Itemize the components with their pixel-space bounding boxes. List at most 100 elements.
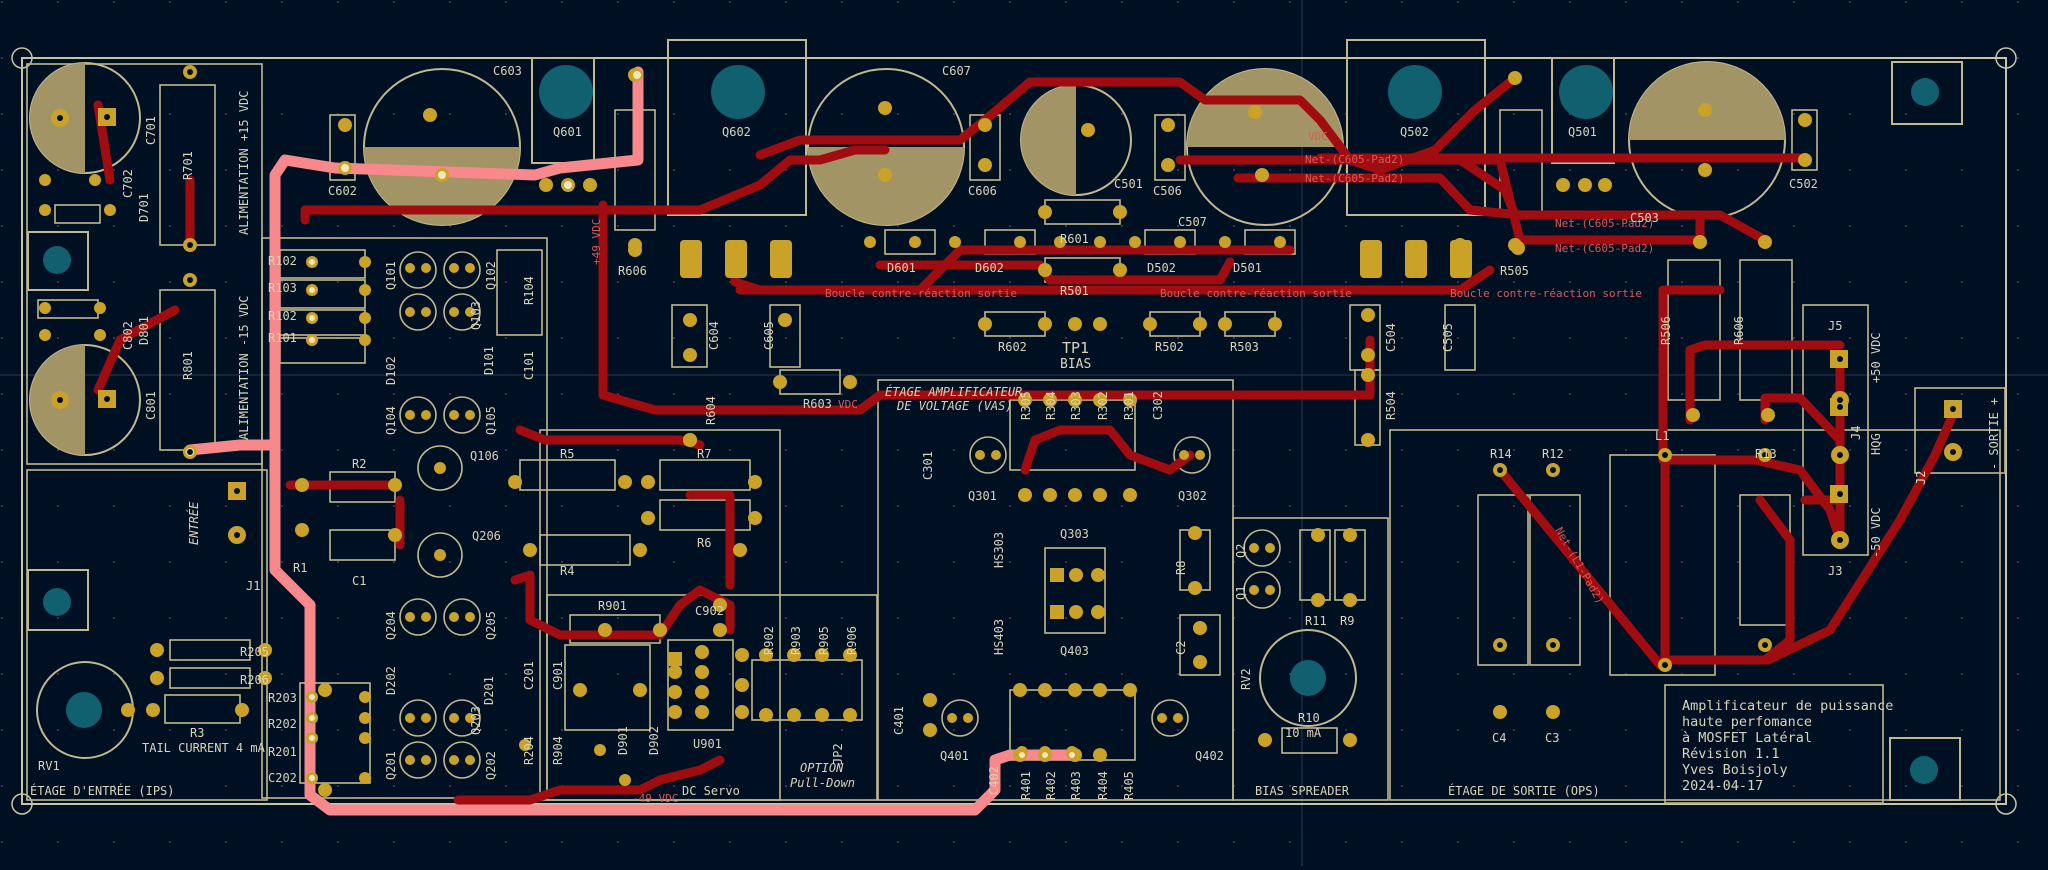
ref-r206: R206 [240, 673, 269, 687]
ref-q202: Q202 [484, 751, 498, 780]
to220-packages [66, 39, 1615, 728]
net-c605-4: Net-(C605-Pad2) [1555, 242, 1654, 255]
ref-r505: R505 [1500, 264, 1529, 278]
ref-j3: J3 [1828, 564, 1842, 578]
net-c605-3: Net-(C605-Pad2) [1555, 217, 1654, 230]
ref-d901: D901 [616, 726, 630, 755]
ref-c4: C4 [1492, 731, 1506, 745]
ref-d102: D102 [384, 356, 398, 385]
ref-r203: R203 [268, 691, 297, 705]
ref-c702: C702 [121, 169, 135, 198]
ref-r10: R10 [1298, 711, 1320, 725]
ref-r601: R601 [1060, 232, 1089, 246]
title-block: Amplificateur de puissance haute perfoma… [1682, 698, 1893, 794]
section-labels: ÉTAGE D'ENTRÉE (IPS) ÉTAGE AMPLIFICATEUR… [30, 91, 1600, 799]
ref-r602: R602 [998, 340, 1027, 354]
ref-c501: C501 [1114, 177, 1143, 191]
ref-c603: C603 [493, 64, 522, 78]
ref-r402: R402 [1044, 771, 1058, 800]
ref-r12: R12 [1542, 447, 1564, 461]
selected-net [184, 66, 1081, 816]
ref-c605: C605 [762, 321, 776, 350]
ref-r903: R903 [789, 626, 803, 655]
ref-r906: R906 [845, 626, 859, 655]
ref-q601: Q601 [553, 125, 582, 139]
ref-rv2: RV2 [1239, 668, 1253, 690]
ref-r101: R101 [268, 331, 297, 345]
ref-r405: R405 [1122, 771, 1136, 800]
ref-q101: Q101 [384, 261, 398, 290]
ref-d902: D902 [647, 726, 661, 755]
ref-q402: Q402 [1195, 749, 1224, 763]
net-m49: -49 VDC [632, 792, 678, 805]
ref-r502: R502 [1155, 340, 1184, 354]
ref-r503: R503 [1230, 340, 1259, 354]
ref-jp2: JP2 [831, 743, 845, 765]
section-option: OPTION [800, 761, 844, 775]
ref-r506: R506 [1659, 316, 1673, 345]
ref-r404: R404 [1096, 771, 1110, 800]
ref-hs403: HS403 [992, 619, 1006, 655]
ref-r103: R103 [268, 281, 297, 295]
ref-r7: R7 [697, 447, 711, 461]
ref-c507: C507 [1178, 215, 1207, 229]
vias [184, 69, 1077, 783]
ref-d602: D602 [975, 261, 1004, 275]
ref-c902: C902 [695, 604, 724, 618]
ref-d601: D601 [887, 261, 916, 275]
ref-j4: J4 [1849, 426, 1863, 440]
label-m50: -50 VDC [1869, 507, 1883, 558]
ref-r801: R801 [181, 351, 195, 380]
section-vas-2: DE VOLTAGE (VAS) [896, 399, 1013, 413]
ref-r604: R604 [704, 396, 718, 425]
ref-r4: R4 [560, 564, 574, 578]
ref-d201: D201 [482, 676, 496, 705]
net-p49: +49 VDC [590, 219, 603, 265]
ref-r202: R202 [268, 717, 297, 731]
copper-traces [93, 73, 1960, 805]
ref-j2: J2 [1914, 471, 1928, 485]
ref-c505: C505 [1441, 323, 1455, 352]
ref-q303: Q303 [1060, 527, 1089, 541]
net-boucle-3: Boucle contre-réaction sortie [1450, 287, 1642, 300]
ref-c504: C504 [1384, 323, 1398, 352]
ref-c506: C506 [1153, 184, 1182, 198]
ref-r603: R603 [803, 397, 832, 411]
ref-q301: Q301 [968, 489, 997, 503]
ref-j1: J1 [246, 579, 260, 593]
ref-r11: R11 [1305, 614, 1327, 628]
ref-r305: R305 [1019, 391, 1033, 420]
net-boucle-1: Boucle contre-réaction sortie [825, 287, 1017, 300]
ref-d801: D801 [137, 316, 151, 345]
ref-d501: D501 [1233, 261, 1262, 275]
ref-q501: Q501 [1568, 125, 1597, 139]
ref-q204: Q204 [384, 611, 398, 640]
tail-current: TAIL CURRENT 4 mA [142, 741, 266, 755]
section-pulldown: Pull-Down [790, 776, 855, 790]
label-entree: ENTRÉE [186, 501, 201, 545]
ref-c503: C503 [1630, 211, 1659, 225]
ref-c101: C101 [522, 351, 536, 380]
ref-u901: U901 [693, 737, 722, 751]
component-refs: J1 J2 J3 J4 J5 C603 C607 C602 C606 C501 … [38, 64, 1928, 800]
title-line-3: à MOSFET Latéral [1682, 730, 1812, 746]
ref-r504: R504 [1384, 391, 1398, 420]
connector-labels: ENTRÉE - SORTIE + HQG +50 VDC -50 VDC TP… [186, 332, 2001, 558]
ref-r901: R901 [598, 599, 627, 613]
ref-q401: Q401 [940, 749, 969, 763]
pad-holes [57, 69, 1956, 668]
ref-r5: R5 [560, 447, 574, 461]
ref-d502: D502 [1147, 261, 1176, 275]
pads [39, 65, 1962, 797]
ref-c801: C801 [144, 391, 158, 420]
ref-r401: R401 [1019, 771, 1033, 800]
section-bias: BIAS SPREADER [1255, 784, 1350, 798]
ref-r904: R904 [551, 736, 565, 765]
ref-c901: C901 [551, 661, 565, 690]
ref-r403: R403 [1069, 771, 1083, 800]
ref-q502: Q502 [1400, 125, 1429, 139]
ref-q105: Q105 [484, 406, 498, 435]
ref-d701: D701 [137, 193, 151, 222]
